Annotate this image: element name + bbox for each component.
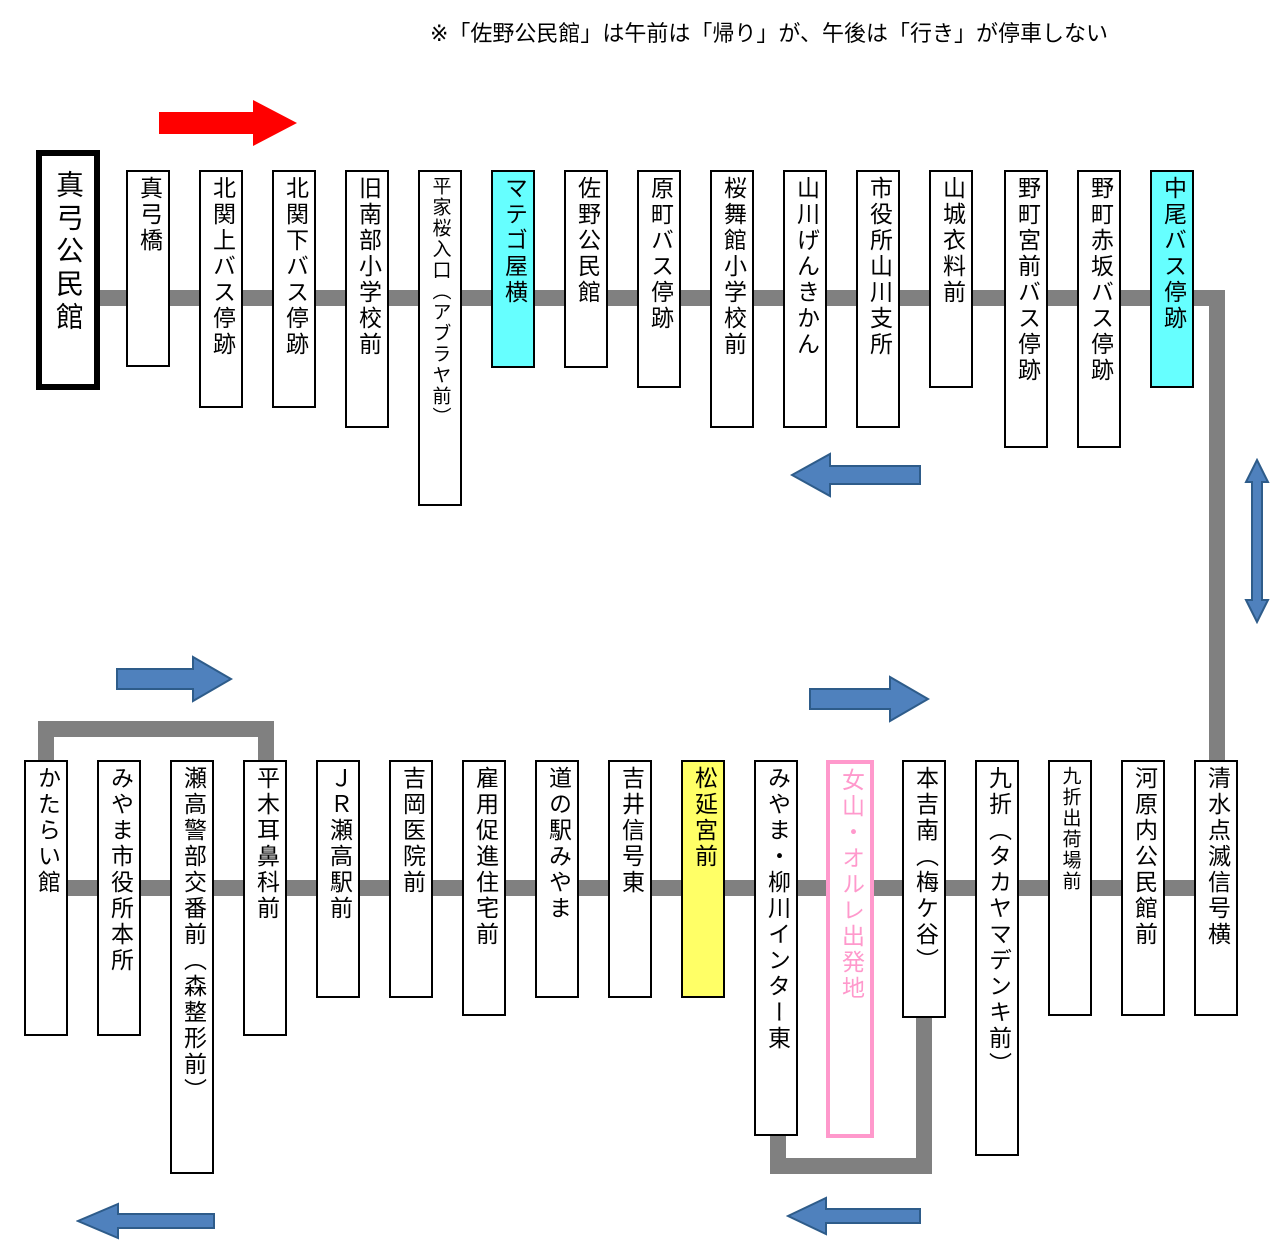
route-line-branch-right xyxy=(258,721,274,771)
stop-label: 吉井信号東 xyxy=(617,766,644,896)
route-line-branch-top xyxy=(38,721,274,737)
stop-label: 市役所山川支所 xyxy=(865,176,892,358)
stop-label: 野町赤坂バス停跡 xyxy=(1086,176,1113,384)
arrow-right-icon xyxy=(159,100,297,146)
stop-label: みやま・柳川インター東 xyxy=(763,766,790,1052)
stop-label: 平木耳鼻科前 xyxy=(252,766,279,922)
stop: 真弓橋 xyxy=(126,170,170,367)
stop-highlight: 中尾バス停跡 xyxy=(1150,170,1194,388)
stop-label: 佐野公民館 xyxy=(573,176,600,306)
stop-label: 旧南部小学校前 xyxy=(354,176,381,358)
stop-label: 清水点滅信号横 xyxy=(1203,766,1230,948)
stop-label: 瀬高警部交番前（森整形前） xyxy=(179,766,206,1104)
stop-label: かたらい館 xyxy=(33,766,60,896)
stop-label: 真弓公民館 xyxy=(52,170,85,335)
stop-label: 中尾バス停跡 xyxy=(1159,176,1186,332)
route-line-right xyxy=(1209,290,1225,888)
route-line-loop-right xyxy=(916,1005,932,1174)
stop: 九折出荷場前 xyxy=(1048,760,1092,1016)
arrow-vertical-icon xyxy=(1244,458,1270,624)
stop: 雇用促進住宅前 xyxy=(462,760,506,1016)
stop-label: マテゴ屋横 xyxy=(500,176,527,306)
stop: 旧南部小学校前 xyxy=(345,170,389,428)
stop-label: 女山・オルレ出発地 xyxy=(837,768,864,1002)
stop: 野町赤坂バス停跡 xyxy=(1077,170,1121,448)
stop-label: 野町宮前バス停跡 xyxy=(1013,176,1040,384)
stop: 佐野公民館 xyxy=(564,170,608,368)
stop: 山城衣料前 xyxy=(929,170,973,388)
stop-label: 北関下バス停跡 xyxy=(281,176,308,358)
stop: 原町バス停跡 xyxy=(637,170,681,388)
stop: 本吉南（梅ケ谷） xyxy=(902,760,946,1018)
stop-label: 河原内公民館前 xyxy=(1130,766,1157,948)
stop: 瀬高警部交番前（森整形前） xyxy=(170,760,214,1174)
arrow-right-icon xyxy=(809,675,930,723)
stop-label: 真弓橋 xyxy=(135,176,162,254)
stop-label: 平家桜入口（アブラヤ前） xyxy=(429,176,452,428)
stop-label: 桜舞館小学校前 xyxy=(719,176,746,358)
stop: 道の駅みやま xyxy=(535,760,579,998)
stop-highlight: 女山・オルレ出発地 xyxy=(826,760,874,1138)
stop: 北関上バス停跡 xyxy=(199,170,243,408)
stop-label: 道の駅みやま xyxy=(544,766,571,922)
stop-label: ＪＲ瀬高駅前 xyxy=(325,766,352,922)
stop-note: ※「佐野公民館」は午前は「帰り」が、午後は「行き」が停車しない xyxy=(430,22,1108,47)
stop: 平木耳鼻科前 xyxy=(243,760,287,1036)
stop-label: 本吉南（梅ケ谷） xyxy=(911,766,938,974)
stop: 山川げんきかん xyxy=(783,170,827,428)
arrow-left-icon xyxy=(76,1202,215,1240)
stop-label: 吉岡医院前 xyxy=(398,766,425,896)
stop: 桜舞館小学校前 xyxy=(710,170,754,428)
stop-highlight: マテゴ屋横 xyxy=(491,170,535,368)
stop-label: 北関上バス停跡 xyxy=(208,176,235,358)
stop-label: 原町バス停跡 xyxy=(646,176,673,332)
stop: 北関下バス停跡 xyxy=(272,170,316,408)
stop: かたらい館 xyxy=(24,760,68,1036)
stop: 平家桜入口（アブラヤ前） xyxy=(418,170,462,506)
stop: 野町宮前バス停跡 xyxy=(1004,170,1048,448)
route-line-loop-bottom xyxy=(770,1158,932,1174)
arrow-right-icon xyxy=(116,655,233,703)
arrow-left-icon xyxy=(786,1196,921,1236)
stop: ＪＲ瀬高駅前 xyxy=(316,760,360,998)
stop: みやま市役所本所 xyxy=(97,760,141,1036)
stop: 清水点滅信号横 xyxy=(1194,760,1238,1016)
stop-label: 山城衣料前 xyxy=(938,176,965,306)
stop-label: 山川げんきかん xyxy=(792,176,819,358)
stop-label: 九折（タカヤマデンキ前） xyxy=(984,766,1011,1078)
stop: 九折（タカヤマデンキ前） xyxy=(975,760,1019,1156)
stop-label: みやま市役所本所 xyxy=(106,766,133,974)
stop-label: 雇用促進住宅前 xyxy=(471,766,498,948)
stop-origin: 真弓公民館 xyxy=(36,150,100,390)
route-line-branch-left xyxy=(38,721,54,771)
stop: みやま・柳川インター東 xyxy=(754,760,798,1136)
stop: 吉井信号東 xyxy=(608,760,652,998)
stop: 市役所山川支所 xyxy=(856,170,900,428)
stop-label: 九折出荷場前 xyxy=(1059,766,1082,892)
stop-highlight: 松延宮前 xyxy=(681,760,725,998)
arrow-left-icon xyxy=(790,452,921,498)
stop-label: 松延宮前 xyxy=(690,766,717,870)
stop: 吉岡医院前 xyxy=(389,760,433,998)
stop: 河原内公民館前 xyxy=(1121,760,1165,1016)
